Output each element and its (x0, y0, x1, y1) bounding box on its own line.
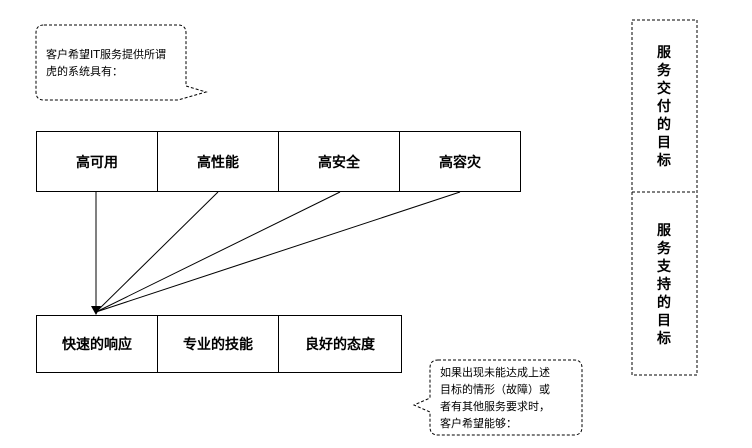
box-label: 高安全 (318, 154, 360, 171)
box-label: 快速的响应 (62, 337, 132, 353)
side-label-service-support-goal: 服务支持的目标 (657, 223, 671, 347)
box-good-attitude: 良好的态度 (278, 315, 402, 373)
callout-bottom-text: 如果出现未能达成上述 目标的情形（故障）或 者有其他服务要求时， 客户希望能够： (440, 364, 582, 432)
box-high-disaster-recovery: 高容灾 (399, 131, 521, 192)
connector-disaster-recovery (95, 191, 461, 313)
connector-security (95, 191, 341, 313)
side-panel-frame (631, 19, 698, 376)
box-label: 专业的技能 (183, 337, 253, 353)
box-high-availability: 高可用 (36, 131, 158, 192)
box-high-security: 高安全 (278, 131, 400, 192)
box-label: 高可用 (76, 154, 118, 171)
box-fast-response: 快速的响应 (36, 315, 158, 373)
callout-bottom-line2: 目标的情形（故障）或 (440, 383, 550, 396)
callout-bottom-line1: 如果出现未能达成上述 (440, 366, 550, 379)
callout-bubble-bottom (412, 359, 583, 436)
box-high-performance: 高性能 (157, 131, 279, 192)
callout-bottom-line3: 者有其他服务要求时， (440, 400, 550, 413)
side-label-service-delivery-goal: 服务交付的目标 (657, 45, 671, 169)
callout-top-line1: 客户希望IT服务提供所谓 (46, 48, 166, 61)
box-label: 良好的态度 (305, 337, 375, 353)
callout-bubble-top (35, 24, 208, 101)
arrow-head (91, 306, 101, 315)
callout-top-text: 客户希望IT服务提供所谓 虎的系统具有： (46, 46, 184, 80)
box-label: 高容灾 (439, 154, 481, 171)
connector-performance (95, 191, 219, 313)
callout-bottom-line4: 客户希望能够： (440, 417, 517, 430)
box-professional-skills: 专业的技能 (157, 315, 279, 373)
callout-top-line2: 虎的系统具有： (46, 65, 123, 78)
box-label: 高性能 (197, 154, 239, 171)
